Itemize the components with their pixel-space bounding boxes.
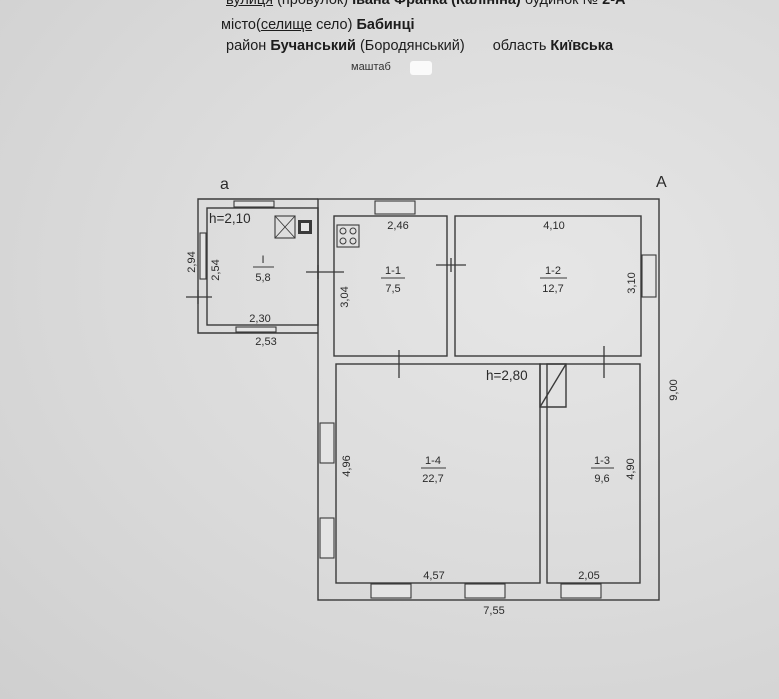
house-number: 2-А (602, 0, 626, 8)
district-alt: (Бородянський) (355, 38, 465, 54)
dim-1-3-depth: 4,90 (625, 458, 637, 479)
room-1-3-outline (546, 363, 641, 584)
room-1-4-id: 1-4 (425, 455, 441, 467)
window-annex-left (199, 232, 207, 280)
letter-annex: а (220, 176, 229, 193)
window-1-2 (641, 254, 657, 298)
cooktop-icon (336, 224, 360, 248)
window-annex-top (233, 200, 275, 208)
dim-annex-depth-outer: 2,94 (186, 251, 198, 272)
dim-total-depth: 9,00 (668, 379, 680, 400)
stove-icon (274, 215, 312, 239)
house-label: будинок № (520, 0, 603, 8)
dim-total-width: 7,55 (483, 605, 504, 617)
room-1-2-outline (454, 215, 642, 357)
city-kind-b: селище (260, 17, 313, 33)
address-district-line: район Бучанський (Бородянський) область К… (226, 38, 613, 54)
room-I-id: I (261, 254, 264, 266)
district-label: район (226, 38, 271, 54)
room-1-2-area: 12,7 (542, 283, 563, 295)
district-name: Бучанський (270, 38, 356, 54)
dim-1-1-width: 2,46 (387, 220, 408, 232)
main-height: h=2,80 (486, 368, 528, 383)
dim-1-3-width: 2,05 (578, 570, 599, 582)
street-name: Івана Франка (Калініна) (352, 0, 521, 8)
window-1-3-bottom (560, 583, 602, 599)
letter-main: А (656, 174, 667, 191)
room-1-3-area: 9,6 (594, 473, 609, 485)
annex-height: h=2,10 (209, 211, 251, 226)
region-label: область (492, 38, 551, 54)
room-I-area: 5,8 (255, 272, 270, 284)
street-kind-alt: (провулок) (273, 0, 353, 8)
room-1-1-outline (333, 215, 448, 357)
dim-annex-width-inner: 2,30 (249, 313, 270, 325)
annex-outer-wall (197, 198, 318, 334)
address-city-line: місто(селище село) Бабинці (221, 17, 415, 33)
dim-1-2-width: 4,10 (543, 220, 564, 232)
region-name: Київська (550, 38, 614, 54)
room-1-3-id: 1-3 (594, 455, 610, 467)
scale-label: маштаб (351, 61, 391, 73)
window-1-1 (374, 200, 416, 215)
window-1-4-left-b (319, 517, 335, 559)
city-name: Бабинці (356, 17, 415, 33)
window-1-4-bottom-b (464, 583, 506, 599)
stair-diagonal (539, 363, 567, 408)
window-1-4-left-a (319, 422, 335, 464)
window-1-4-bottom-a (370, 583, 412, 599)
room-1-1-id: 1-1 (385, 265, 401, 277)
city-kind-a: місто( (221, 17, 261, 33)
dim-1-2-depth: 3,10 (626, 272, 638, 293)
street-kind: вулиця (226, 0, 274, 8)
scale-redaction (410, 61, 432, 75)
room-1-4-area: 22,7 (422, 473, 443, 485)
room-1-1-area: 7,5 (385, 283, 400, 295)
city-kind-c: село) (312, 17, 357, 33)
stair-box (539, 363, 567, 408)
address-street-line: вулиця (провулок) Івана Франка (Калініна… (226, 0, 626, 8)
room-1-2-id: 1-2 (545, 265, 561, 277)
dim-1-4-depth: 4,96 (341, 455, 353, 476)
dim-annex-depth-inner: 2,54 (210, 259, 222, 280)
dim-1-4-width: 4,57 (423, 570, 444, 582)
window-annex-bottom (235, 326, 277, 333)
room-1-4-outline (335, 363, 541, 584)
dim-1-1-depth: 3,04 (339, 286, 351, 307)
building-outer-wall (317, 198, 660, 601)
dim-annex-width-outer: 2,53 (255, 336, 276, 348)
